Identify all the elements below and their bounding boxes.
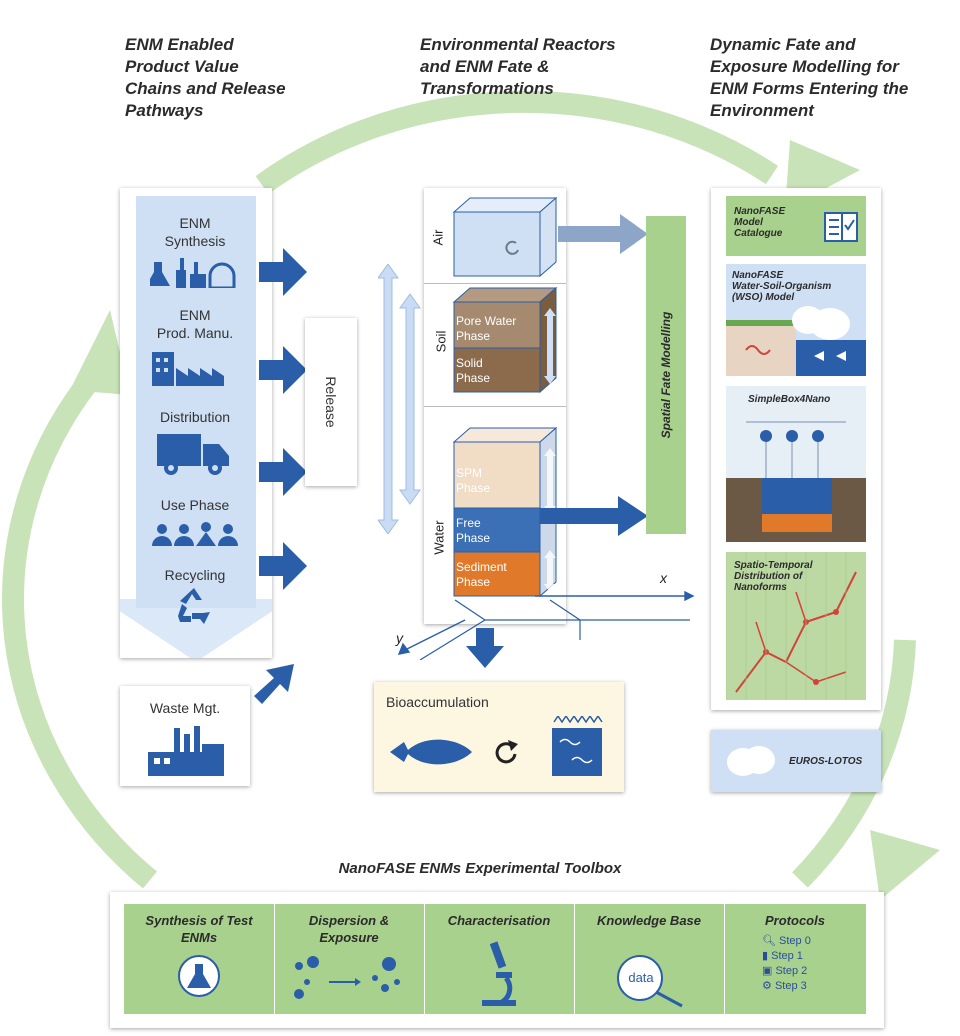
compartment-water: Water [431, 520, 447, 555]
spm-phase-label: SPM Phase [456, 466, 491, 495]
people-icon [152, 522, 238, 546]
pore-water-phase-label: Pore Water Phase [456, 314, 517, 343]
soil-box [452, 286, 558, 394]
toolbox-columns: Synthesis of Test ENMs Dispersion & Expo… [124, 904, 866, 1014]
toolbox-title: NanoFASE ENMs Experimental Toolbox [338, 860, 622, 877]
water-to-spatial-arrow [540, 496, 648, 536]
spatio-temporal-card: Spatio-Temporal Distribution of Nanoform… [726, 552, 866, 700]
spatial-fate-box: Spatial Fate Modelling [646, 216, 686, 534]
step-enm-synthesis: ENM Synthesis [164, 215, 226, 249]
truck-icon [157, 434, 229, 475]
simplebox-card: SimpleBox4Nano [726, 386, 866, 542]
vertical-transfer-arrows [378, 264, 421, 534]
chain-release-arrows [259, 248, 307, 590]
toolbox-protocols-title: Protocols [765, 913, 825, 928]
solid-phase-label: Solid Phase [456, 356, 491, 385]
step-prod-manu: ENM Prod. Manu. [156, 307, 234, 341]
protocol-step-0-label: Step 0 [779, 935, 811, 947]
search-icon: 🔍︎ [762, 935, 776, 947]
release-label: Release [323, 376, 339, 428]
reactor-axes [397, 590, 695, 655]
toolbox-characterisation-title: Characterisation [447, 913, 551, 928]
air-to-spatial-arrow [558, 214, 648, 254]
compartment-soil: Soil [433, 330, 449, 353]
free-phase-label: Free Phase [456, 516, 491, 545]
release-box: Release [305, 318, 357, 486]
step-distribution: Distribution [159, 409, 231, 425]
compartment-divider-1 [424, 283, 566, 284]
reactor-wireframe [419, 599, 690, 660]
toolbox-protocols: Protocols 🔍︎ Step 0 ▮ Step 1 ▣ Step 2 ⚙︎… [724, 904, 866, 1014]
air-box [452, 196, 558, 278]
flask-icon [178, 955, 220, 997]
compartment-air: Air [430, 229, 446, 246]
data-icon-label: data [628, 970, 654, 985]
wso-illustration [726, 306, 866, 376]
protocol-steps: 🔍︎ Step 0 ▮ Step 1 ▣ Step 2 ⚙︎ Step 3 [762, 934, 852, 994]
model-catalogue-card: NanoFASE Model Catalogue [726, 196, 866, 256]
toolbox-panel: Synthesis of Test ENMs Dispersion & Expo… [110, 892, 884, 1028]
axis-y-label: y [396, 630, 403, 646]
bioaccumulation-label: Bioaccumulation [386, 694, 489, 710]
spatial-fate-label: Spatial Fate Modelling [659, 311, 673, 439]
aquatic-habitat-icon [552, 716, 603, 776]
document-icon: ▮ [762, 950, 769, 962]
protocol-step-2: ▣ Step 2 [762, 964, 852, 979]
waste-arrow [254, 664, 294, 704]
waste-management-box: Waste Mgt. [120, 686, 250, 786]
header-value-chains: ENM Enabled Product Value Chains and Rel… [125, 35, 286, 120]
microscope-icon [482, 941, 516, 1006]
clipboard-icon: ▣ [762, 965, 773, 977]
chain-arrow [120, 196, 272, 658]
toolbox-knowledge-base: Knowledge Base data [574, 904, 725, 1014]
fish-icon [390, 739, 472, 765]
euros-lotos-title: EUROS-LOTOS [789, 756, 863, 767]
toolbox-dispersion-title: Dispersion & Exposure [308, 913, 390, 945]
water-box [452, 426, 558, 598]
bioaccumulation-box: Bioaccumulation [374, 682, 624, 792]
sediment-phase-label: Sediment Phase [456, 560, 507, 589]
checklist-icon [824, 212, 858, 242]
river-network-map [726, 552, 857, 700]
header-dynamic-fate: Dynamic Fate and Exposure Modelling for … [710, 35, 909, 120]
dispersion-icon [294, 956, 400, 999]
simplebox-illustration [726, 421, 866, 542]
euros-lotos-card: EUROS-LOTOS [711, 730, 881, 792]
wso-model-card: NanoFASE Water-Soil-Organism (WSO) Model [726, 264, 866, 376]
simplebox-title: SimpleBox4Nano [748, 394, 831, 405]
bioaccumulation-arrow [466, 628, 504, 668]
header-environmental-reactors: Environmental Reactors and ENM Fate & Tr… [420, 35, 616, 98]
protocol-step-1-label: Step 1 [771, 950, 803, 962]
magnifier-icon [617, 955, 683, 1008]
step-recycling: Recycling [164, 567, 226, 583]
protocol-step-1: ▮ Step 1 [762, 949, 852, 964]
protocol-step-3-label: Step 3 [774, 980, 807, 992]
toolbox-knowledge-title: Knowledge Base [596, 913, 702, 928]
protocol-step-0: 🔍︎ Step 0 [762, 934, 852, 949]
protocol-step-2-label: Step 2 [775, 965, 808, 977]
toolbox-dispersion: Dispersion & Exposure [274, 904, 425, 1014]
axis-x-label: x [660, 570, 667, 586]
gears-icon: ⚙︎ [762, 980, 772, 992]
model-catalogue-title: NanoFASE Model Catalogue [734, 206, 786, 239]
synthesis-icon [150, 258, 236, 288]
waste-label: Waste Mgt. [149, 700, 221, 716]
protocol-step-3: ⚙︎ Step 3 [762, 979, 852, 994]
recycling-icon [178, 588, 210, 624]
compartment-divider-2 [424, 406, 566, 407]
wso-model-title: NanoFASE Water-Soil-Organism (WSO) Model [732, 270, 832, 303]
spatio-temporal-title: Spatio-Temporal Distribution of Nanoform… [734, 560, 813, 593]
cloud-logo-icon [727, 746, 775, 776]
step-use-phase: Use Phase [160, 497, 230, 513]
value-chain-panel [120, 188, 272, 658]
toolbox-synthesis: Synthesis of Test ENMs [124, 904, 275, 1014]
waste-plant-icon [148, 726, 224, 776]
toolbox-synthesis-title: Synthesis of Test ENMs [145, 913, 253, 945]
cycle-icon [495, 740, 518, 764]
factory-icon [152, 352, 224, 386]
toolbox-characterisation: Characterisation [424, 904, 575, 1014]
